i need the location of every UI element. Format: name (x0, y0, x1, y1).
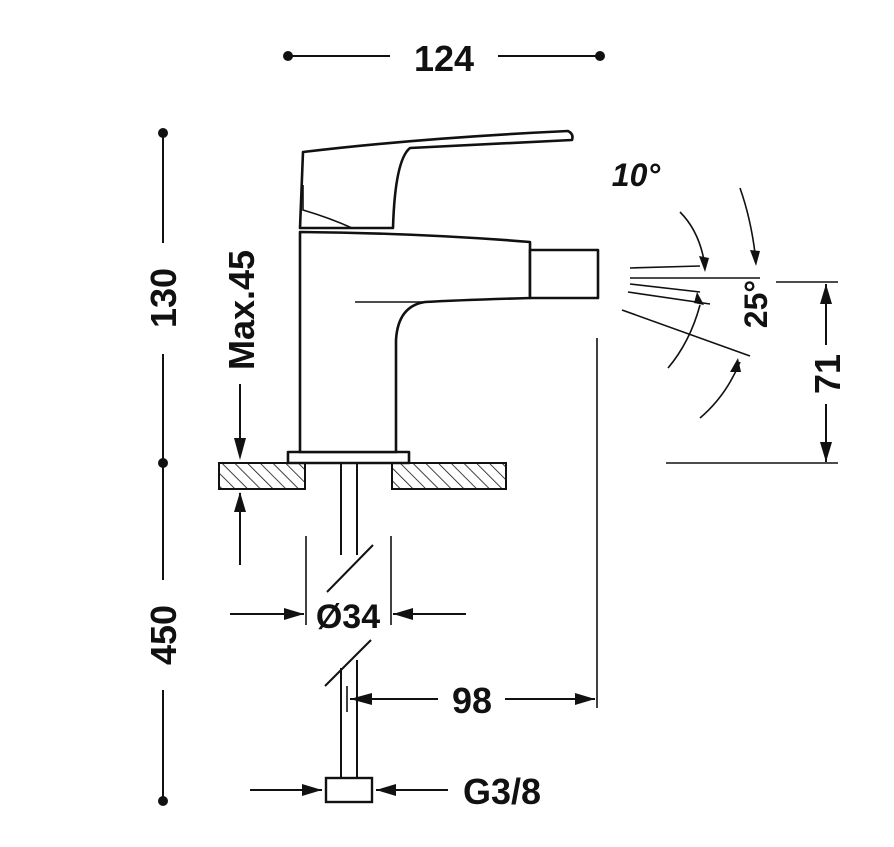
dimension-max-thickness-label: Max.45 (221, 250, 262, 370)
dimension-lower-height-label: 450 (143, 605, 184, 665)
countertop-deck (218, 462, 507, 490)
mixer-body (286, 129, 600, 465)
dimension-hole-diameter-label: Ø34 (316, 598, 380, 636)
dimension-upper-height-label: 130 (143, 268, 184, 328)
dimension-reach-label: 98 (452, 680, 492, 721)
dimension-connection-label: G3/8 (463, 771, 541, 812)
dimension-reach: 98 (346, 338, 598, 721)
supply-pipe (324, 463, 374, 804)
dimension-spout-height: 71 (666, 281, 848, 464)
angle-lower-label: 25° (738, 280, 774, 328)
dimension-top-width-label: 124 (414, 38, 474, 79)
dimension-max-thickness: Max.45 (221, 250, 262, 565)
spray-angle-indicators: 10° 25° (612, 157, 774, 419)
dimension-connection: G3/8 (250, 771, 541, 812)
dimension-top-width: 124 (283, 38, 605, 79)
dimension-spout-height-label: 71 (807, 354, 848, 394)
angle-upper-label: 10° (612, 157, 661, 193)
dimension-left-vertical: 130 450 (143, 128, 184, 806)
dimension-hole-diameter: Ø34 (230, 536, 466, 636)
